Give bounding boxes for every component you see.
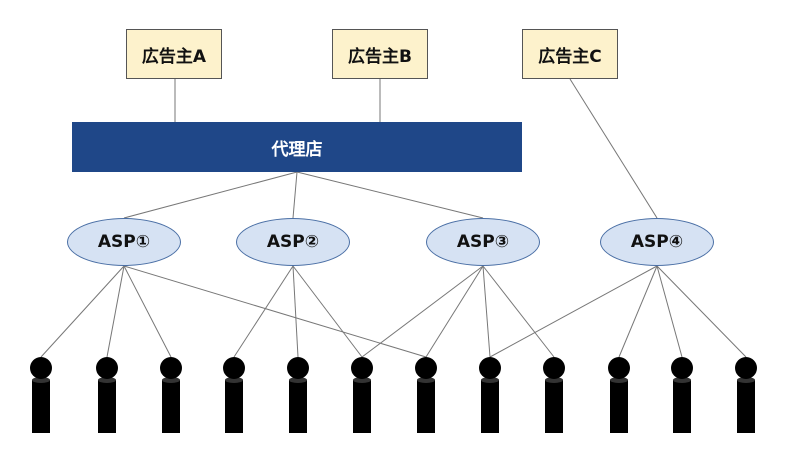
- person-shoulder: [673, 377, 691, 383]
- person-body: [289, 380, 307, 433]
- person-icon: [160, 357, 182, 433]
- asp-3-node: ASP③: [426, 218, 540, 266]
- people-group: [30, 357, 757, 433]
- person-icon: [30, 357, 52, 433]
- person-shoulder: [225, 377, 243, 383]
- person-head: [543, 357, 565, 379]
- person-body: [98, 380, 116, 433]
- person-shoulder: [353, 377, 371, 383]
- connector-asp-1-person-2: [106, 265, 125, 358]
- person-head: [415, 357, 437, 379]
- person-icon: [96, 357, 118, 433]
- person-head: [30, 357, 52, 379]
- person-body: [32, 380, 50, 433]
- connector-asp-3-person-7: [425, 265, 484, 358]
- advertiser-c-box: 広告主C: [522, 29, 618, 79]
- connector-asp-4-person-10: [618, 265, 658, 358]
- person-icon: [543, 357, 565, 433]
- person-body: [673, 380, 691, 433]
- connector-asp-3-person-8: [482, 265, 491, 358]
- person-icon: [223, 357, 245, 433]
- connector-agency-asp-1: [123, 171, 298, 219]
- connector-asp-4-person-12: [656, 265, 747, 358]
- person-shoulder: [417, 377, 435, 383]
- connector-asp-4-person-8: [489, 265, 658, 358]
- person-shoulder: [481, 377, 499, 383]
- person-head: [479, 357, 501, 379]
- asp-4-label: ASP④: [630, 232, 684, 252]
- person-body: [545, 380, 563, 433]
- person-icon: [351, 357, 373, 433]
- advertiser-b-box: 広告主B: [332, 29, 428, 79]
- person-body: [162, 380, 180, 433]
- person-head: [671, 357, 693, 379]
- asp-3-label: ASP③: [456, 232, 510, 252]
- person-head: [96, 357, 118, 379]
- advertiser-a-label: 広告主A: [141, 46, 207, 67]
- advertiser-b-label: 広告主B: [348, 46, 412, 67]
- person-icon: [479, 357, 501, 433]
- person-shoulder: [545, 377, 563, 383]
- agency-box: 代理店: [72, 122, 522, 172]
- person-head: [287, 357, 309, 379]
- person-body: [417, 380, 435, 433]
- person-body: [353, 380, 371, 433]
- person-body: [481, 380, 499, 433]
- person-icon: [608, 357, 630, 433]
- person-head: [351, 357, 373, 379]
- connector-asp-4-person-11: [656, 265, 683, 358]
- connector-asp-2-person-5: [292, 265, 299, 358]
- connector-asp-1-person-3: [123, 265, 172, 358]
- person-icon: [415, 357, 437, 433]
- asp-2-label: ASP②: [266, 232, 320, 252]
- connector-advertiser-c-asp-4: [569, 78, 658, 219]
- connector-asp-2-person-6: [292, 265, 363, 358]
- connector-asp-1-person-1: [40, 265, 125, 358]
- person-icon: [671, 357, 693, 433]
- person-icon: [287, 357, 309, 433]
- person-head: [160, 357, 182, 379]
- asp-4-node: ASP④: [600, 218, 714, 266]
- asp-1-label: ASP①: [97, 232, 151, 252]
- advertiser-c-label: 広告主C: [538, 46, 602, 67]
- person-shoulder: [610, 377, 628, 383]
- agency-label: 代理店: [271, 139, 323, 160]
- connector-asp-3-person-6: [361, 265, 484, 358]
- person-icon: [735, 357, 757, 433]
- person-shoulder: [162, 377, 180, 383]
- person-shoulder: [32, 377, 50, 383]
- person-head: [223, 357, 245, 379]
- connector-lines: [40, 78, 747, 358]
- person-head: [735, 357, 757, 379]
- asp-1-node: ASP①: [67, 218, 181, 266]
- connector-agency-asp-3: [296, 171, 484, 219]
- person-body: [610, 380, 628, 433]
- connector-asp-1-person-7: [123, 265, 427, 358]
- connector-asp-2-person-4: [233, 265, 294, 358]
- asp-2-node: ASP②: [236, 218, 350, 266]
- connector-asp-3-person-9: [482, 265, 555, 358]
- advertiser-a-box: 広告主A: [126, 29, 222, 79]
- connector-agency-asp-2: [292, 171, 298, 219]
- person-body: [737, 380, 755, 433]
- person-shoulder: [289, 377, 307, 383]
- person-body: [225, 380, 243, 433]
- person-shoulder: [737, 377, 755, 383]
- person-head: [608, 357, 630, 379]
- person-shoulder: [98, 377, 116, 383]
